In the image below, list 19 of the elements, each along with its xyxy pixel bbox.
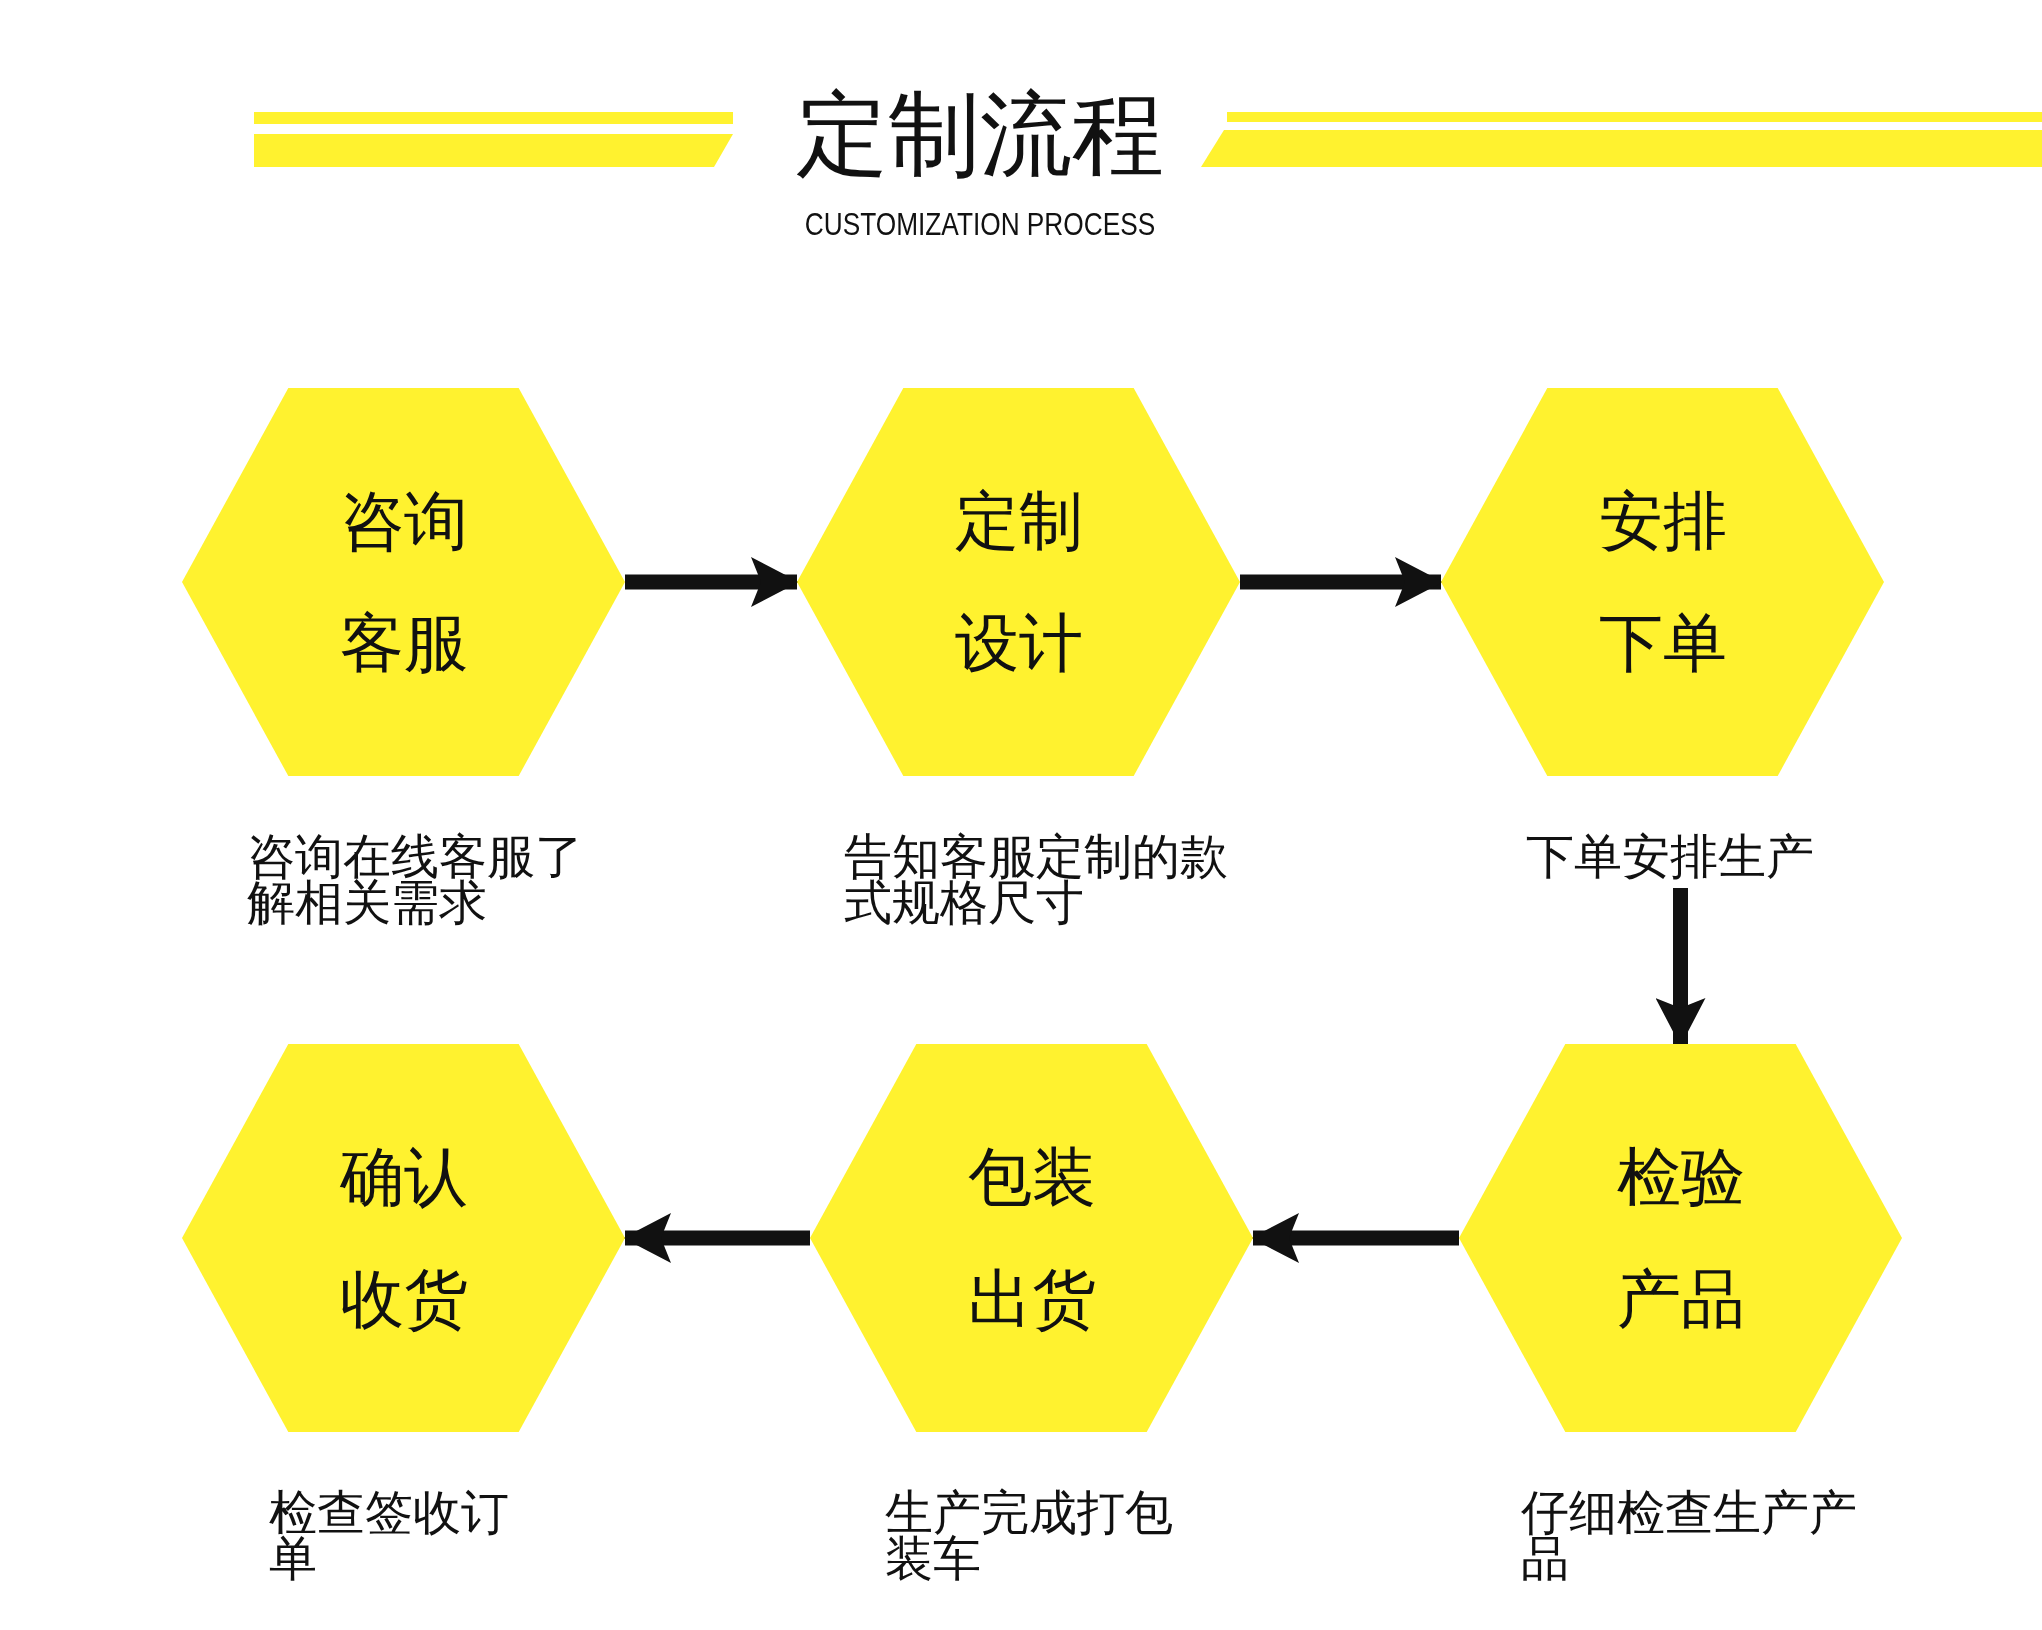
step-description: 下单安排生产 xyxy=(1526,833,1815,879)
step-label: 包装出货 xyxy=(966,1139,1097,1338)
step-label: 咨询客服 xyxy=(338,483,469,682)
arrow xyxy=(1251,1213,1459,1263)
step-description: 仔细检查生产产品 xyxy=(1521,1489,1858,1581)
step-description: 生产完成打包装车 xyxy=(885,1489,1174,1581)
step-label: 定制设计 xyxy=(953,483,1084,682)
step-label: 确认收货 xyxy=(338,1139,469,1338)
subtitle: CUSTOMIZATION PROCESS xyxy=(803,205,1157,244)
title: 定制流程 xyxy=(795,80,1165,190)
arrow xyxy=(1240,557,1443,607)
step-label: 安排下单 xyxy=(1597,483,1728,682)
step-description: 告知客服定制的款式规格尺寸 xyxy=(844,833,1229,925)
step-description: 咨询在线客服了解相关需求 xyxy=(247,833,584,925)
arrow xyxy=(625,557,799,607)
arrow xyxy=(623,1213,810,1263)
step-label: 检验产品 xyxy=(1615,1139,1746,1338)
step-description: 检查签收订单 xyxy=(269,1489,510,1581)
arrow xyxy=(1655,888,1706,1046)
